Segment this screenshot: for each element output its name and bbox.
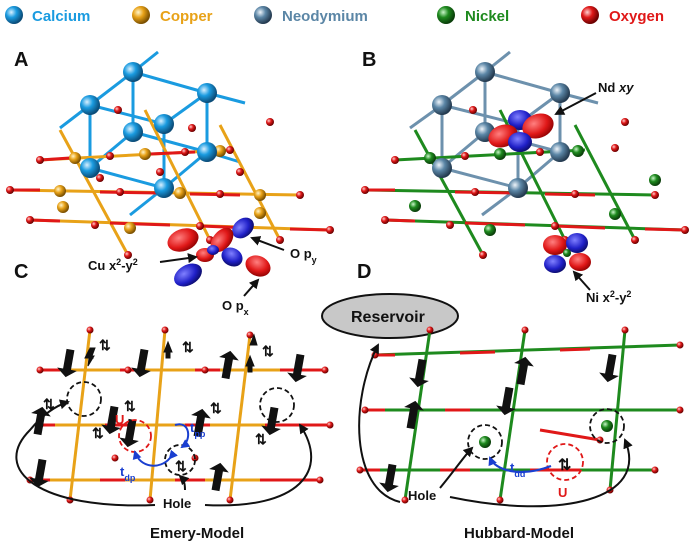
hole-arrow (178, 474, 190, 491)
hubbard-nickel-sites (479, 420, 613, 448)
reservoir-ellipse (321, 293, 459, 339)
t-dp-label: tdp (120, 464, 136, 483)
emery-spin-arrows (29, 348, 307, 492)
hubbard-hole-circles (467, 408, 625, 460)
hole-arrow (449, 438, 633, 508)
legend-label: Calcium (32, 8, 90, 25)
copper-atoms (54, 145, 266, 234)
svg-text:⇅: ⇅ (92, 425, 104, 441)
nd-xy-label: Nd xy (554, 80, 634, 115)
copper-sphere-icon (132, 6, 150, 24)
legend-label: Nickel (465, 8, 509, 25)
svg-text:⇅: ⇅ (99, 337, 111, 353)
t-pp-hop-arrow (174, 423, 191, 449)
legend-label: Oxygen (609, 8, 664, 25)
emery-spins (84, 333, 258, 373)
t-pp-label: tpp (190, 420, 206, 439)
svg-text:⇅: ⇅ (262, 343, 274, 359)
t-dd-hop-arrow (488, 456, 552, 474)
hole-arrow (15, 399, 156, 507)
svg-text:⇅: ⇅ (182, 339, 194, 355)
legend: Calcium Copper Neodymium Nickel Oxygen (5, 6, 664, 25)
panel-d-hubbard-model: Reservoir (321, 293, 684, 542)
oxygen-sphere-icon (581, 6, 599, 24)
hubbard-model-title: Hubbard-Model (464, 525, 574, 542)
panel-c-emery-model: ⇅ ⇅ ⇅ ⇅ ⇅ ⇅ ⇅ ⇅ ⇅ (15, 326, 334, 542)
emery-u-label: U (115, 412, 124, 427)
legend-item-oxygen: Oxygen (581, 6, 664, 25)
svg-text:⇅: ⇅ (255, 431, 267, 447)
o-px-label: O px (222, 278, 260, 317)
legend-item-nickel: Nickel (437, 6, 509, 25)
emery-hole-label: Hole (163, 496, 191, 511)
hole-arrow (439, 446, 474, 489)
svg-text:Cu x2-y2: Cu x2-y2 (88, 257, 138, 273)
panel-a-cuprate-structure: Cu x2-y2 O py O px (6, 50, 334, 317)
panel-b-nickelate-structure: Nd xy Ni x2-y2 (361, 50, 689, 305)
t-dp-hop-arrow (132, 449, 178, 467)
emery-lattice-bonds (30, 329, 330, 501)
legend-item-calcium: Calcium (5, 6, 90, 25)
hole-arrow (204, 423, 313, 507)
emery-spin-pairs: ⇅ ⇅ ⇅ ⇅ ⇅ ⇅ ⇅ ⇅ ⇅ (43, 337, 274, 474)
hubbard-hole-label: Hole (408, 488, 436, 503)
panel-label-b: B (362, 49, 376, 71)
nickel-sphere-icon (437, 6, 455, 24)
legend-item-neodymium: Neodymium (254, 6, 368, 25)
svg-text:O px: O px (222, 298, 249, 317)
svg-text:Nd xy: Nd xy (598, 80, 634, 95)
emery-hole-circles (66, 381, 295, 476)
nd-xy-orbital (488, 110, 554, 152)
svg-text:⇅: ⇅ (124, 398, 136, 414)
cu-orbital-label: Cu x2-y2 (88, 253, 198, 273)
hole-to-reservoir-arrow (358, 343, 401, 503)
oxygen-atoms (6, 106, 334, 259)
double-occupancy-spins: ⇅ (558, 457, 571, 474)
calcium-atoms (80, 62, 217, 198)
calcium-sphere-icon (5, 6, 23, 24)
svg-text:Ni x2-y2: Ni x2-y2 (586, 289, 631, 305)
legend-item-copper: Copper (132, 6, 213, 25)
t-dd-label: tdd (510, 460, 525, 479)
panel-label-d: D (357, 261, 371, 283)
ni-orbital-label: Ni x2-y2 (572, 270, 631, 305)
cu-dx2y2-orbital (167, 217, 271, 287)
svg-text:⇅: ⇅ (175, 458, 187, 474)
hubbard-lattice-bonds (360, 329, 681, 501)
oxygen-atoms (361, 106, 689, 259)
neodymium-atoms (432, 62, 570, 198)
hubbard-u-circle (546, 443, 584, 481)
o-py-label: O py (250, 236, 317, 265)
nickel-atoms (409, 145, 661, 236)
panel-label-c: C (14, 261, 28, 283)
svg-text:O py: O py (290, 246, 317, 265)
legend-label: Neodymium (282, 8, 368, 25)
svg-text:⇅: ⇅ (210, 400, 222, 416)
reservoir-label: Reservoir (351, 309, 425, 326)
hubbard-u-label: U (558, 485, 567, 500)
legend-label: Copper (160, 8, 213, 25)
spin-up-arrow (163, 340, 173, 359)
emery-model-title: Emery-Model (150, 525, 244, 542)
panel-label-a: A (14, 49, 28, 71)
ni-dx2y2-orbital (543, 233, 591, 273)
neodymium-sphere-icon (254, 6, 272, 24)
spin-down-arrow (245, 354, 255, 373)
hubbard-spin-arrows (379, 353, 619, 493)
svg-text:⇅: ⇅ (43, 396, 55, 412)
